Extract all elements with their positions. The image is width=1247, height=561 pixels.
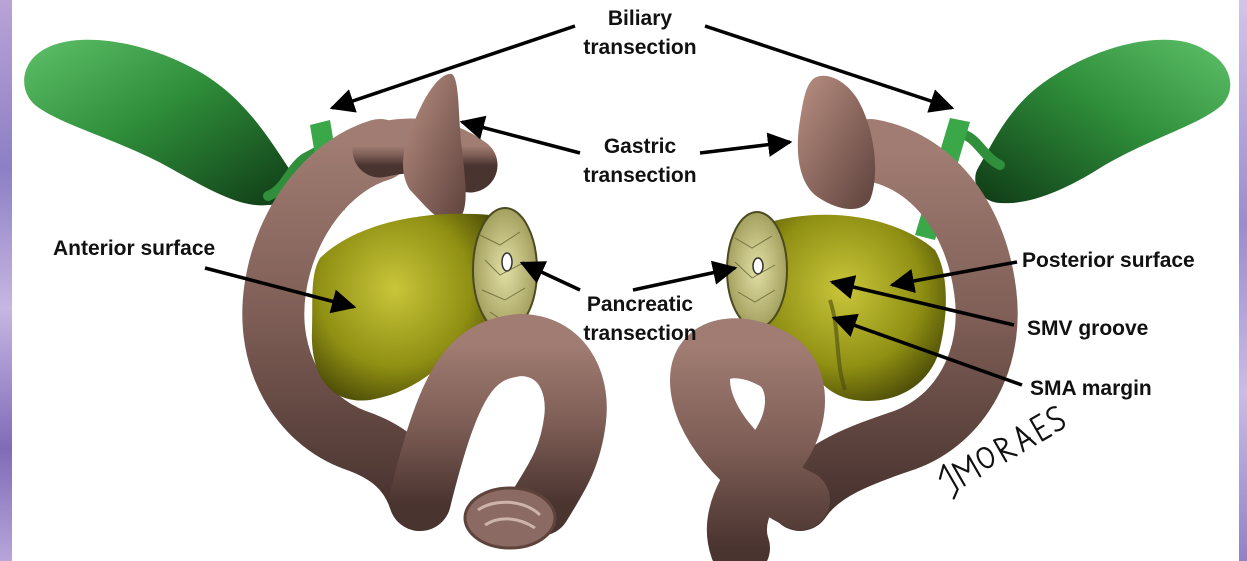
- arrow-pancreatic-right: [633, 268, 735, 290]
- label-pancreatic-transection: Pancreatic transection: [540, 290, 740, 348]
- label-biliary-line1: Biliary: [555, 4, 725, 33]
- right-specimen: [700, 40, 1230, 548]
- label-biliary-line2: transection: [555, 33, 725, 62]
- label-posterior-surface: Posterior surface: [1022, 246, 1195, 275]
- left-gallbladder: [24, 40, 294, 206]
- label-smv-groove: SMV groove: [1027, 314, 1148, 343]
- label-gastric-line1: Gastric: [555, 132, 725, 161]
- label-biliary-transection: Biliary transection: [555, 4, 725, 62]
- label-gastric-line2: transection: [555, 161, 725, 190]
- right-gastric-stump: [798, 76, 875, 209]
- left-jejunum: [420, 345, 576, 505]
- right-jejunum: [700, 348, 800, 548]
- label-gastric-transection: Gastric transection: [555, 132, 725, 190]
- right-gallbladder: [975, 40, 1230, 203]
- label-anterior-surface: Anterior surface: [53, 234, 215, 263]
- label-pancreatic-line1: Pancreatic: [540, 290, 740, 319]
- label-sma-margin: SMA margin: [1030, 374, 1152, 403]
- left-gastric-stump: [403, 74, 466, 223]
- label-pancreatic-line2: transection: [540, 319, 740, 348]
